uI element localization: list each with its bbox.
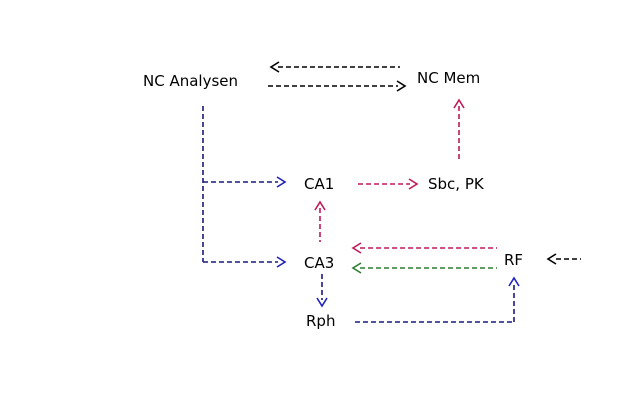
edge-ca1-to-sbcpk	[358, 178, 419, 190]
arrowhead-down-icon	[316, 297, 328, 308]
edge-rf-to-ca3-green	[351, 262, 497, 274]
arrowhead-left-icon	[269, 61, 280, 73]
arrowhead-up-icon	[508, 276, 520, 287]
arrowhead-up-icon	[453, 98, 465, 109]
node-ca3: CA3	[304, 254, 334, 272]
node-nc-mem: NC Mem	[417, 69, 480, 87]
edge-ncmem-to-ncanalysen	[269, 61, 400, 73]
arrowhead-up-icon	[314, 200, 326, 211]
edge-rph-to-rf	[355, 276, 520, 323]
node-ca1: CA1	[304, 175, 334, 193]
edge-sbcpk-to-ncmem	[453, 98, 465, 162]
arrowhead-right-icon	[276, 176, 287, 188]
arrowhead-left-icon	[351, 262, 362, 274]
edge-rf-to-ca3-crimson	[351, 242, 497, 254]
edge-ca3-to-ca1	[314, 200, 326, 242]
edge-ncanalysen-to-ca3	[203, 256, 287, 268]
arrowhead-left-icon	[546, 253, 557, 265]
arrowhead-right-icon	[396, 80, 407, 92]
node-nc-analysen: NC Analysen	[143, 72, 238, 90]
arrowhead-right-icon	[408, 178, 419, 190]
node-rph: Rph	[306, 312, 335, 330]
node-sbc-pk: Sbc, PK	[428, 175, 485, 193]
arrowhead-right-icon	[276, 256, 287, 268]
edge-external-to-rf	[546, 253, 581, 265]
edge-ncanalysen-to-ca1	[202, 106, 287, 262]
edge-ca3-to-rph	[316, 274, 328, 308]
node-rf: RF	[504, 251, 523, 269]
edge-ncanalysen-to-ncmem	[268, 80, 407, 92]
arrowhead-left-icon	[351, 242, 362, 254]
